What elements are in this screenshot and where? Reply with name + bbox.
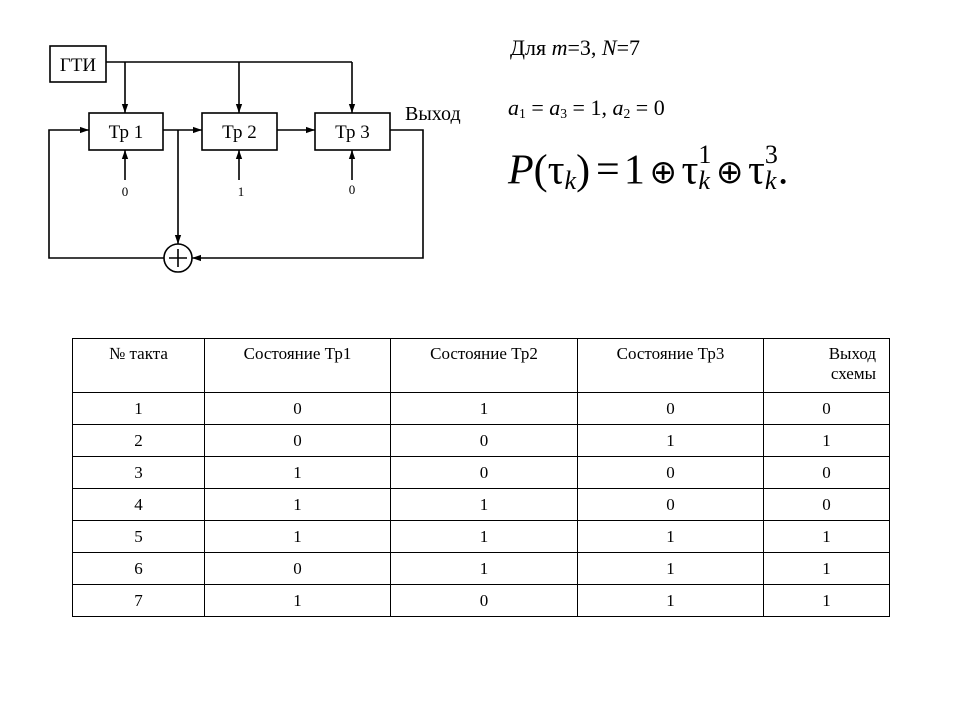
cell-tr3-state: 1 xyxy=(577,424,764,457)
cell-tr1-state: 1 xyxy=(204,584,391,617)
coeff-a-symbol: a xyxy=(508,95,519,120)
coeff-a-symbol: a xyxy=(549,95,561,120)
output-label: Выход xyxy=(405,103,461,125)
output-return-line xyxy=(192,129,424,262)
formula-tau: τ xyxy=(747,147,765,194)
coefficients-line: a1 = a3 = 1, a2 = 0 xyxy=(508,95,665,127)
coeff-text: = 0 xyxy=(630,95,665,120)
table-header-row: № такта Состояние Тр1 Состояние Тр2 Сост… xyxy=(72,338,890,393)
cell-tr3-state: 0 xyxy=(577,488,764,521)
params-prefix: Для xyxy=(510,35,552,60)
header-tr3-state: Состояние Тр3 xyxy=(577,338,764,393)
initial-state-tr1: 0 xyxy=(122,184,129,199)
coeff-text: = xyxy=(525,95,550,120)
cell-tr1-state: 0 xyxy=(204,392,391,425)
header-circuit-output: Выход схемы xyxy=(763,338,890,393)
cell-tr2-state: 1 xyxy=(390,552,578,585)
cell-output: 1 xyxy=(763,584,890,617)
cell-tr3-state: 1 xyxy=(577,552,764,585)
clock-generator-box xyxy=(49,45,107,83)
register-label-tr3: Тр 3 xyxy=(335,122,370,143)
coeff-subscript: 2 xyxy=(623,106,631,121)
table-row: 3 1 0 0 0 xyxy=(72,456,890,489)
table-row: 6 0 1 1 1 xyxy=(72,552,890,585)
table-row: 1 0 1 0 0 xyxy=(72,392,890,425)
coeff-text: = 1, xyxy=(567,95,613,120)
table-row: 5 1 1 1 1 xyxy=(72,520,890,553)
formula-subscript-k: k xyxy=(764,166,777,196)
cell-tr1-state: 0 xyxy=(204,552,391,585)
formula-superscript: 1 xyxy=(698,140,712,169)
cell-tr3-state: 0 xyxy=(577,392,764,425)
cell-cycle-number: 3 xyxy=(72,456,205,489)
formula-close-paren: ) xyxy=(576,147,591,194)
formula-one: 1 xyxy=(623,147,645,194)
cell-output: 1 xyxy=(763,520,890,553)
table-row: 4 1 1 0 0 xyxy=(72,488,890,521)
shift-register-diagram: ГТИ Тр 1 Тр 2 Тр 3 0 1 0 Выход xyxy=(48,45,461,273)
formula-subscript-k: k xyxy=(564,166,577,196)
formula-period: . xyxy=(777,147,789,194)
cell-cycle-number: 5 xyxy=(72,520,205,553)
initial-state-tr2: 1 xyxy=(238,184,245,199)
params-n-value: =7 xyxy=(616,35,641,60)
cell-cycle-number: 1 xyxy=(72,392,205,425)
cell-tr1-state: 1 xyxy=(204,456,391,489)
params-m-variable: m xyxy=(551,35,568,60)
formula-superscript: 3 xyxy=(764,140,778,169)
cell-output: 1 xyxy=(763,552,890,585)
parameters-line: Для m=3, N=7 xyxy=(510,35,640,61)
cell-tr1-state: 0 xyxy=(204,424,391,457)
params-n-variable: N xyxy=(601,35,617,60)
cell-tr1-state: 1 xyxy=(204,520,391,553)
cell-tr1-state: 1 xyxy=(204,488,391,521)
header-circuit-output-label: Выход схемы xyxy=(828,344,876,383)
register-label-tr2: Тр 2 xyxy=(222,122,257,143)
initial-state-tr3: 0 xyxy=(349,182,356,197)
cell-cycle-number: 7 xyxy=(72,584,205,617)
coeff-a-symbol: a xyxy=(612,95,624,120)
formula-p-symbol: P xyxy=(508,147,534,194)
cell-tr3-state: 1 xyxy=(577,520,764,553)
cell-tr2-state: 0 xyxy=(390,424,578,457)
register-label-tr1: Тр 1 xyxy=(109,122,144,143)
cell-cycle-number: 6 xyxy=(72,552,205,585)
formula-tau: τ xyxy=(547,147,565,194)
cell-output: 0 xyxy=(763,456,890,489)
cell-output: 1 xyxy=(763,424,890,457)
formula-xor-operator: ⊕ xyxy=(649,153,677,192)
cell-tr2-state: 1 xyxy=(390,520,578,553)
table-row: 2 0 0 1 1 xyxy=(72,424,890,457)
feedback-line xyxy=(48,126,164,259)
params-m-value: =3, xyxy=(567,35,602,60)
coeff-subscript: 3 xyxy=(560,106,568,121)
header-tr1-state: Состояние Тр1 xyxy=(204,338,391,393)
cell-tr3-state: 0 xyxy=(577,456,764,489)
formula-subscript-k: k xyxy=(698,166,710,196)
formula-open-paren: ( xyxy=(533,147,548,194)
formula-xor-operator: ⊕ xyxy=(715,153,744,192)
coeff-subscript: 1 xyxy=(519,106,526,121)
cell-output: 0 xyxy=(763,488,890,521)
state-table: № такта Состояние Тр1 Состояние Тр2 Сост… xyxy=(72,338,890,617)
cell-output: 0 xyxy=(763,392,890,425)
cell-cycle-number: 4 xyxy=(72,488,205,521)
cell-tr3-state: 1 xyxy=(577,584,764,617)
cell-tr2-state: 1 xyxy=(390,488,578,521)
table-row: 7 1 0 1 1 xyxy=(72,584,890,617)
header-cycle-number: № такта xyxy=(72,338,205,393)
clock-generator-label: ГТИ xyxy=(60,55,97,76)
header-tr2-state: Состояние Тр2 xyxy=(390,338,578,393)
formula-tau: τ xyxy=(681,147,699,194)
cell-tr2-state: 1 xyxy=(390,392,578,425)
formula-equals: = xyxy=(595,147,620,194)
cell-tr2-state: 0 xyxy=(390,584,578,617)
cell-cycle-number: 2 xyxy=(72,424,205,457)
cell-tr2-state: 0 xyxy=(390,456,578,489)
